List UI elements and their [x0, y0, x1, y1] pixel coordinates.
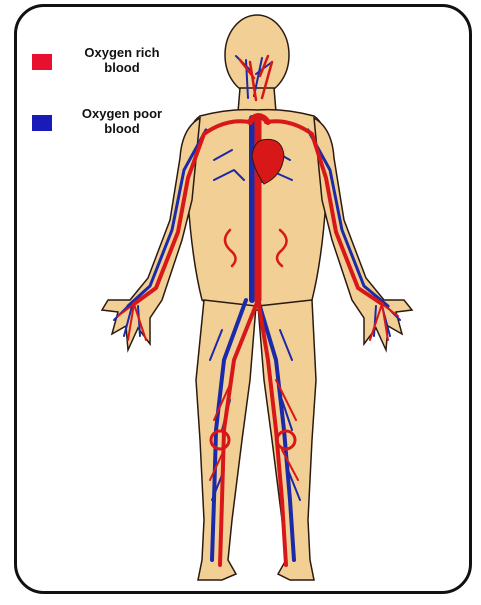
arteries — [118, 56, 398, 565]
